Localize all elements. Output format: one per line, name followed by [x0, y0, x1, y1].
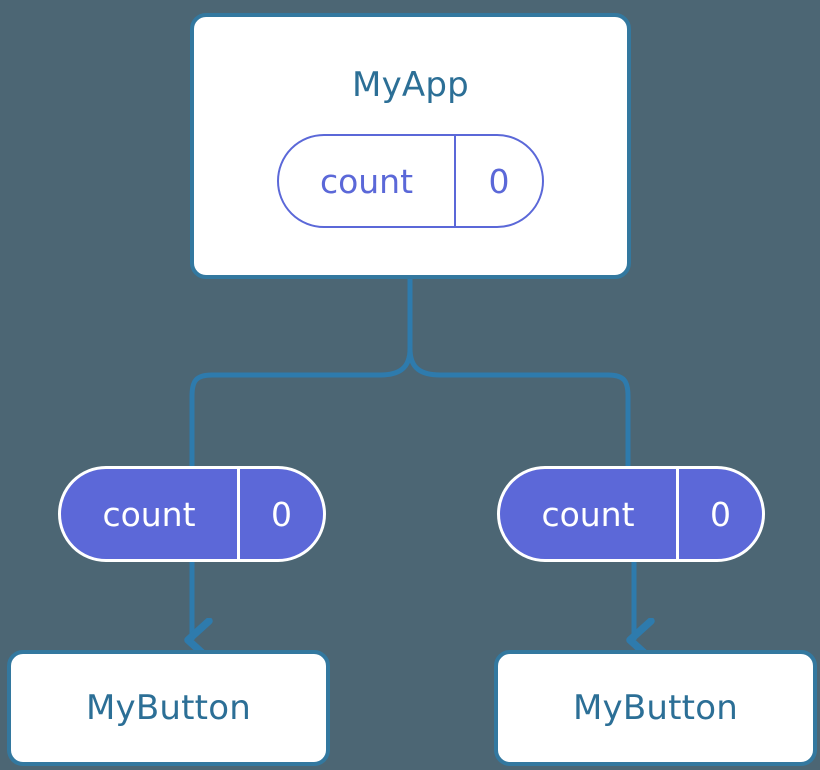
component-title-mybutton: MyButton [86, 688, 251, 728]
prop-pill-key: count [541, 494, 635, 534]
connector-branch-left [189, 346, 413, 469]
component-card-mybutton-right[interactable]: MyButton [494, 650, 817, 766]
prop-pill-count-left[interactable]: count 0 [58, 466, 326, 562]
component-card-mybutton-left[interactable]: MyButton [7, 650, 330, 766]
component-title-mybutton: MyButton [573, 688, 738, 728]
state-pill-value: 0 [454, 136, 542, 226]
state-pill-count[interactable]: count 0 [277, 134, 544, 228]
prop-pill-key: count [102, 494, 196, 534]
state-pill-key: count [319, 161, 414, 201]
prop-pill-value: 0 [237, 469, 323, 559]
connector-branch-right [407, 346, 631, 469]
prop-pill-value: 0 [676, 469, 762, 559]
component-title-myapp: MyApp [352, 65, 469, 105]
prop-pill-count-right[interactable]: count 0 [497, 466, 765, 562]
